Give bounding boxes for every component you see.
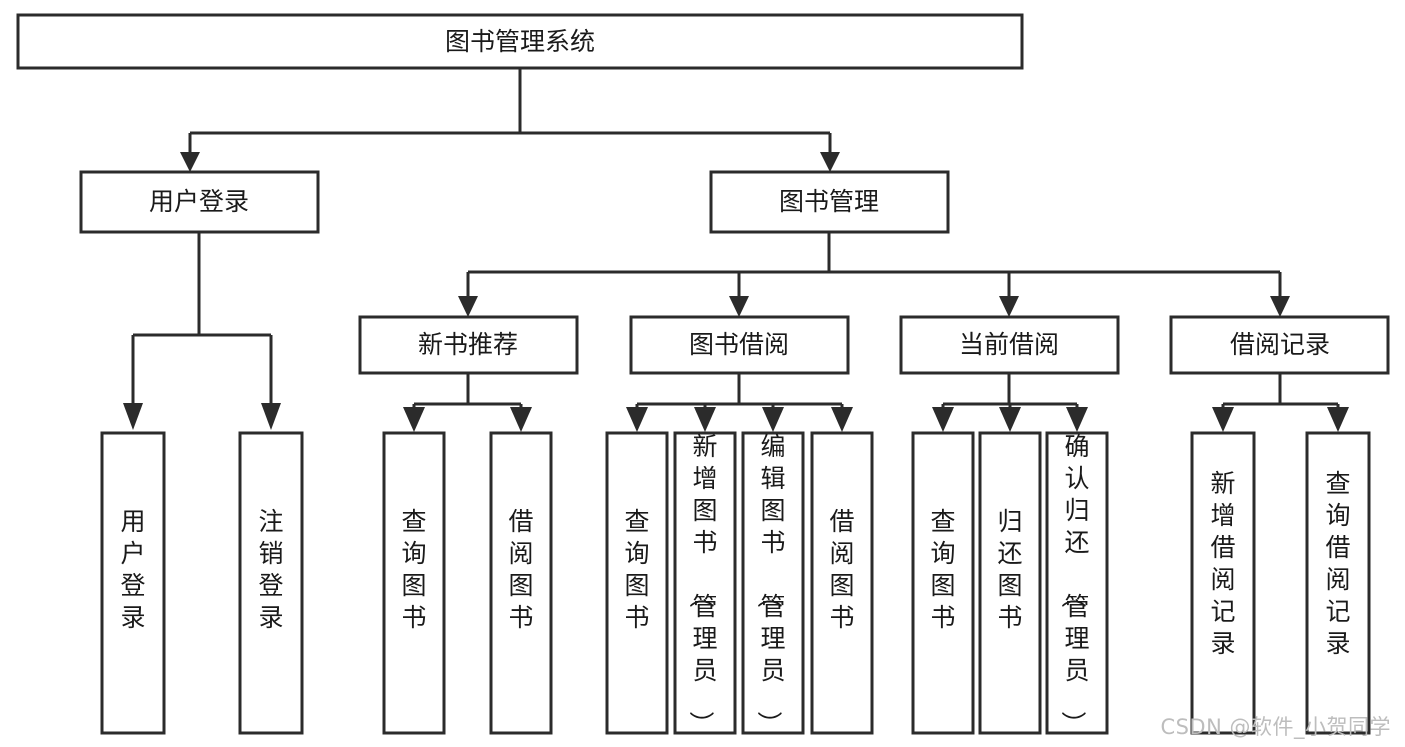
- arrow-head-leaf-user-login: [123, 403, 143, 430]
- arrow-head-book-borrow: [729, 296, 749, 317]
- node-book-manage-label: 图书管理: [779, 187, 879, 216]
- arrow-head-current-borrow: [999, 296, 1019, 317]
- node-borrow-record[interactable]: 借阅记录: [1169, 315, 1390, 375]
- node-leaf-query-book-3-label: 查询图书: [930, 507, 955, 632]
- node-leaf-return-book[interactable]: 归还图书: [978, 431, 1042, 735]
- node-borrow-record-box[interactable]: [1169, 315, 1390, 375]
- node-leaf-edit-book[interactable]: 编辑图书（管理员）: [741, 431, 805, 736]
- node-leaf-return-book-label: 归还图书: [997, 507, 1022, 632]
- node-book-borrow-label: 图书借阅: [689, 330, 789, 359]
- node-leaf-add-book-label: 新增图书（管理员）: [686, 432, 717, 736]
- node-new-book-recommend[interactable]: 新书推荐: [358, 315, 579, 375]
- node-leaf-query-book-3-box[interactable]: [911, 431, 975, 735]
- arrow-head-leaf-query-record: [1327, 407, 1349, 432]
- node-root-box[interactable]: [16, 13, 1024, 70]
- arrow-head-leaf-borrow-book-2: [831, 407, 853, 432]
- arrow-head-user-login: [180, 152, 200, 172]
- arrow-head-leaf-query-book-3: [932, 407, 954, 432]
- arrow-head-book-manage: [820, 152, 840, 172]
- arrow-head-leaf-query-book-2: [626, 407, 648, 432]
- node-user-login-label: 用户登录: [149, 187, 249, 216]
- node-leaf-edit-book-box[interactable]: [741, 431, 805, 735]
- node-book-borrow[interactable]: 图书借阅: [629, 315, 850, 375]
- arrow-head-leaf-edit-book: [762, 407, 784, 432]
- node-book-borrow-box[interactable]: [629, 315, 850, 375]
- node-current-borrow[interactable]: 当前借阅: [899, 315, 1120, 375]
- arrow-head-leaf-borrow-book-1: [510, 407, 532, 432]
- node-leaf-query-book-3[interactable]: 查询图书: [911, 431, 975, 735]
- node-leaf-query-record-label: 查询借阅记录: [1325, 469, 1350, 658]
- node-leaf-query-record-box[interactable]: [1305, 431, 1371, 735]
- arrow-head-leaf-return-book: [999, 407, 1021, 432]
- node-leaf-query-book-2-box[interactable]: [605, 431, 669, 735]
- node-leaf-borrow-book-1-box[interactable]: [489, 431, 553, 735]
- node-leaf-query-book-1-box[interactable]: [382, 431, 446, 735]
- node-leaf-borrow-book-2-label: 借阅图书: [829, 507, 854, 632]
- node-leaf-confirm-return-box[interactable]: [1045, 431, 1109, 735]
- arrow-head-new-book-recommend: [458, 296, 478, 317]
- node-leaf-logout[interactable]: 注销登录: [238, 431, 304, 735]
- node-user-login-box[interactable]: [79, 170, 320, 234]
- node-leaf-query-book-2-label: 查询图书: [624, 507, 649, 632]
- node-book-manage-box[interactable]: [709, 170, 950, 234]
- node-leaf-confirm-return-label: 确认归还（管理员）: [1058, 432, 1089, 736]
- arrow-head-leaf-confirm-return: [1066, 407, 1088, 432]
- node-root-label: 图书管理系统: [445, 27, 595, 56]
- arrow-head-leaf-add-book: [694, 407, 716, 432]
- node-new-book-recommend-box[interactable]: [358, 315, 579, 375]
- node-leaf-user-login-box[interactable]: [100, 431, 166, 735]
- node-leaf-user-login[interactable]: 用户登录: [100, 431, 166, 735]
- node-user-login[interactable]: 用户登录: [79, 170, 320, 234]
- node-leaf-borrow-book-2-box[interactable]: [810, 431, 874, 735]
- node-leaf-query-record[interactable]: 查询借阅记录: [1305, 431, 1371, 735]
- node-leaf-borrow-book-1-label: 借阅图书: [508, 507, 533, 632]
- node-leaf-user-login-label: 用户登录: [120, 507, 145, 632]
- node-leaf-add-record-label: 新增借阅记录: [1210, 469, 1235, 658]
- node-leaf-add-book[interactable]: 新增图书（管理员）: [673, 431, 737, 736]
- node-leaf-logout-label: 注销登录: [258, 507, 283, 632]
- node-book-manage[interactable]: 图书管理: [709, 170, 950, 234]
- arrow-head-leaf-add-record: [1212, 407, 1234, 432]
- node-current-borrow-label: 当前借阅: [959, 330, 1059, 359]
- node-leaf-add-book-box[interactable]: [673, 431, 737, 735]
- node-leaf-query-book-1[interactable]: 查询图书: [382, 431, 446, 735]
- node-leaf-edit-book-label: 编辑图书（管理员）: [754, 432, 785, 736]
- node-leaf-logout-box[interactable]: [238, 431, 304, 735]
- node-leaf-borrow-book-2[interactable]: 借阅图书: [810, 431, 874, 735]
- arrow-head-leaf-logout: [261, 403, 281, 430]
- node-leaf-return-book-box[interactable]: [978, 431, 1042, 735]
- arrow-head-borrow-record: [1270, 296, 1290, 317]
- node-leaf-query-book-2[interactable]: 查询图书: [605, 431, 669, 735]
- node-root[interactable]: 图书管理系统: [16, 13, 1024, 70]
- node-leaf-confirm-return[interactable]: 确认归还（管理员）: [1045, 431, 1109, 736]
- node-leaf-query-book-1-label: 查询图书: [401, 507, 426, 632]
- node-borrow-record-label: 借阅记录: [1230, 330, 1330, 359]
- node-leaf-add-record[interactable]: 新增借阅记录: [1190, 431, 1256, 735]
- connector-layer: [123, 68, 1349, 432]
- arrow-head-leaf-query-book-1: [403, 407, 425, 432]
- node-leaf-add-record-box[interactable]: [1190, 431, 1256, 735]
- node-leaf-borrow-book-1[interactable]: 借阅图书: [489, 431, 553, 735]
- node-new-book-recommend-label: 新书推荐: [418, 330, 518, 359]
- node-current-borrow-box[interactable]: [899, 315, 1120, 375]
